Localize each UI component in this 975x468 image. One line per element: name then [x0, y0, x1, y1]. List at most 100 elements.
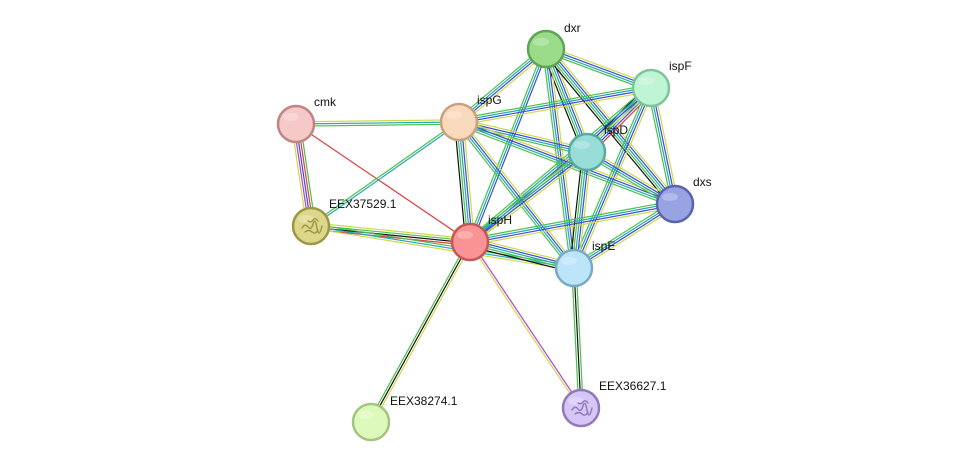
edge-evidence-line: [574, 88, 653, 269]
edge-evidence-line: [469, 48, 547, 243]
node-label: dxr: [564, 21, 581, 35]
node-EEX37529.1[interactable]: EEX37529.1: [291, 197, 397, 246]
node-circle[interactable]: [526, 29, 566, 69]
node-ispE[interactable]: ispE: [554, 239, 615, 288]
edge-evidence-line: [459, 120, 588, 152]
edge-evidence-line: [470, 206, 676, 246]
node-label: ispE: [592, 239, 615, 253]
edge-evidence-line: [462, 121, 475, 242]
node-highlight: [638, 77, 654, 85]
edge-evidence-line: [468, 242, 581, 409]
node-ispH[interactable]: ispH: [450, 213, 512, 262]
edge-ispD-ispH: [467, 148, 590, 246]
edge-evidence-line: [372, 242, 473, 424]
edge-ispF-ispG: [458, 84, 652, 126]
node-circle[interactable]: [291, 206, 331, 246]
edge-evidence-line: [310, 227, 574, 271]
node-label: cmk: [314, 95, 337, 109]
node-highlight: [358, 411, 374, 419]
edge-evidence-line: [572, 87, 651, 268]
edge-evidence-line: [311, 222, 471, 240]
node-ispG[interactable]: ispG: [439, 93, 502, 142]
edge-evidence-line: [570, 86, 649, 267]
edge-evidence-line: [573, 267, 582, 409]
edge-evidence-line: [296, 123, 460, 127]
edge-evidence-line: [295, 123, 471, 243]
node-label: EEX38274.1: [390, 394, 458, 408]
node-circle[interactable]: [631, 68, 671, 108]
edge-ispF-dxs: [647, 87, 679, 205]
node-circle[interactable]: [276, 104, 316, 144]
node-dxs[interactable]: dxs: [655, 175, 712, 224]
node-EEX36627.1[interactable]: EEX36627.1: [561, 379, 667, 428]
node-highlight: [446, 111, 462, 119]
edge-evidence-line: [310, 225, 575, 269]
node-ispD[interactable]: ispD: [567, 123, 628, 172]
protein-structure-icon: [571, 400, 593, 416]
edge-evidence-line: [469, 200, 675, 240]
edge-evidence-line: [575, 267, 584, 408]
edge-evidence-line: [459, 120, 576, 268]
edge-evidence-line: [575, 152, 590, 269]
edge-evidence-line: [456, 122, 469, 243]
edge-ispD-ispE: [569, 151, 592, 269]
node-circle[interactable]: [554, 248, 594, 288]
edge-evidence-line: [470, 204, 676, 244]
node-EEX38274.1[interactable]: EEX38274.1: [351, 394, 458, 442]
edge-evidence-line: [295, 119, 459, 123]
edge-evidence-line: [460, 121, 473, 242]
edge-evidence-line: [459, 118, 588, 150]
node-highlight: [574, 141, 590, 149]
edge-evidence-line: [459, 90, 652, 126]
edge-evidence-line: [458, 84, 651, 120]
node-circle[interactable]: [655, 184, 695, 224]
node-label: ispH: [488, 213, 512, 227]
edge-evidence-line: [459, 88, 652, 124]
edge-evidence-line: [471, 154, 590, 246]
edge-dxs-ispH: [469, 200, 676, 246]
edge-evidence-line: [368, 240, 469, 422]
edge-ispH-EEX38274.1: [368, 240, 473, 424]
edge-evidence-line: [573, 151, 588, 269]
node-circle[interactable]: [561, 388, 601, 428]
edge-ispG-EEX37529.1: [310, 120, 460, 228]
node-dxr[interactable]: dxr: [526, 21, 581, 69]
edge-cmk-ispH: [295, 123, 471, 243]
node-highlight: [457, 231, 473, 239]
node-ispF[interactable]: ispF: [631, 59, 692, 108]
edge-evidence-line: [576, 89, 655, 270]
node-highlight: [568, 397, 584, 405]
edge-evidence-line: [542, 49, 572, 269]
node-highlight: [533, 38, 549, 46]
edge-dxs-ispE: [571, 200, 678, 272]
node-circle[interactable]: [450, 222, 490, 262]
node-circle[interactable]: [567, 132, 607, 172]
edge-evidence-line: [457, 122, 574, 270]
edge-evidence-line: [311, 223, 575, 267]
edge-ispE-EEX36627.1: [571, 267, 584, 409]
node-label: EEX36627.1: [599, 379, 667, 393]
node-highlight: [283, 113, 299, 121]
node-cmk[interactable]: cmk: [276, 95, 337, 144]
node-circle[interactable]: [351, 402, 391, 442]
edge-evidence-line: [574, 204, 676, 270]
edge-evidence-line: [571, 268, 580, 409]
edge-evidence-line: [569, 151, 584, 268]
node-circle[interactable]: [439, 102, 479, 142]
edge-evidence-line: [647, 88, 673, 205]
edge-ispH-EEX36627.1: [468, 241, 583, 409]
edge-evidence-line: [458, 86, 651, 122]
edge-evidence-line: [467, 148, 586, 240]
node-label: ispD: [604, 123, 628, 137]
edge-ispG-ispE: [455, 119, 578, 271]
edge-evidence-line: [471, 49, 549, 244]
edge-evidence-line: [469, 202, 675, 242]
edge-evidence-line: [651, 87, 677, 204]
edge-evidence-line: [467, 47, 545, 242]
edge-evidence-line: [571, 151, 586, 268]
edge-evidence-line: [575, 206, 678, 272]
edge-evidence-line: [370, 241, 471, 423]
edge-evidence-line: [295, 121, 460, 125]
node-highlight: [561, 257, 577, 265]
